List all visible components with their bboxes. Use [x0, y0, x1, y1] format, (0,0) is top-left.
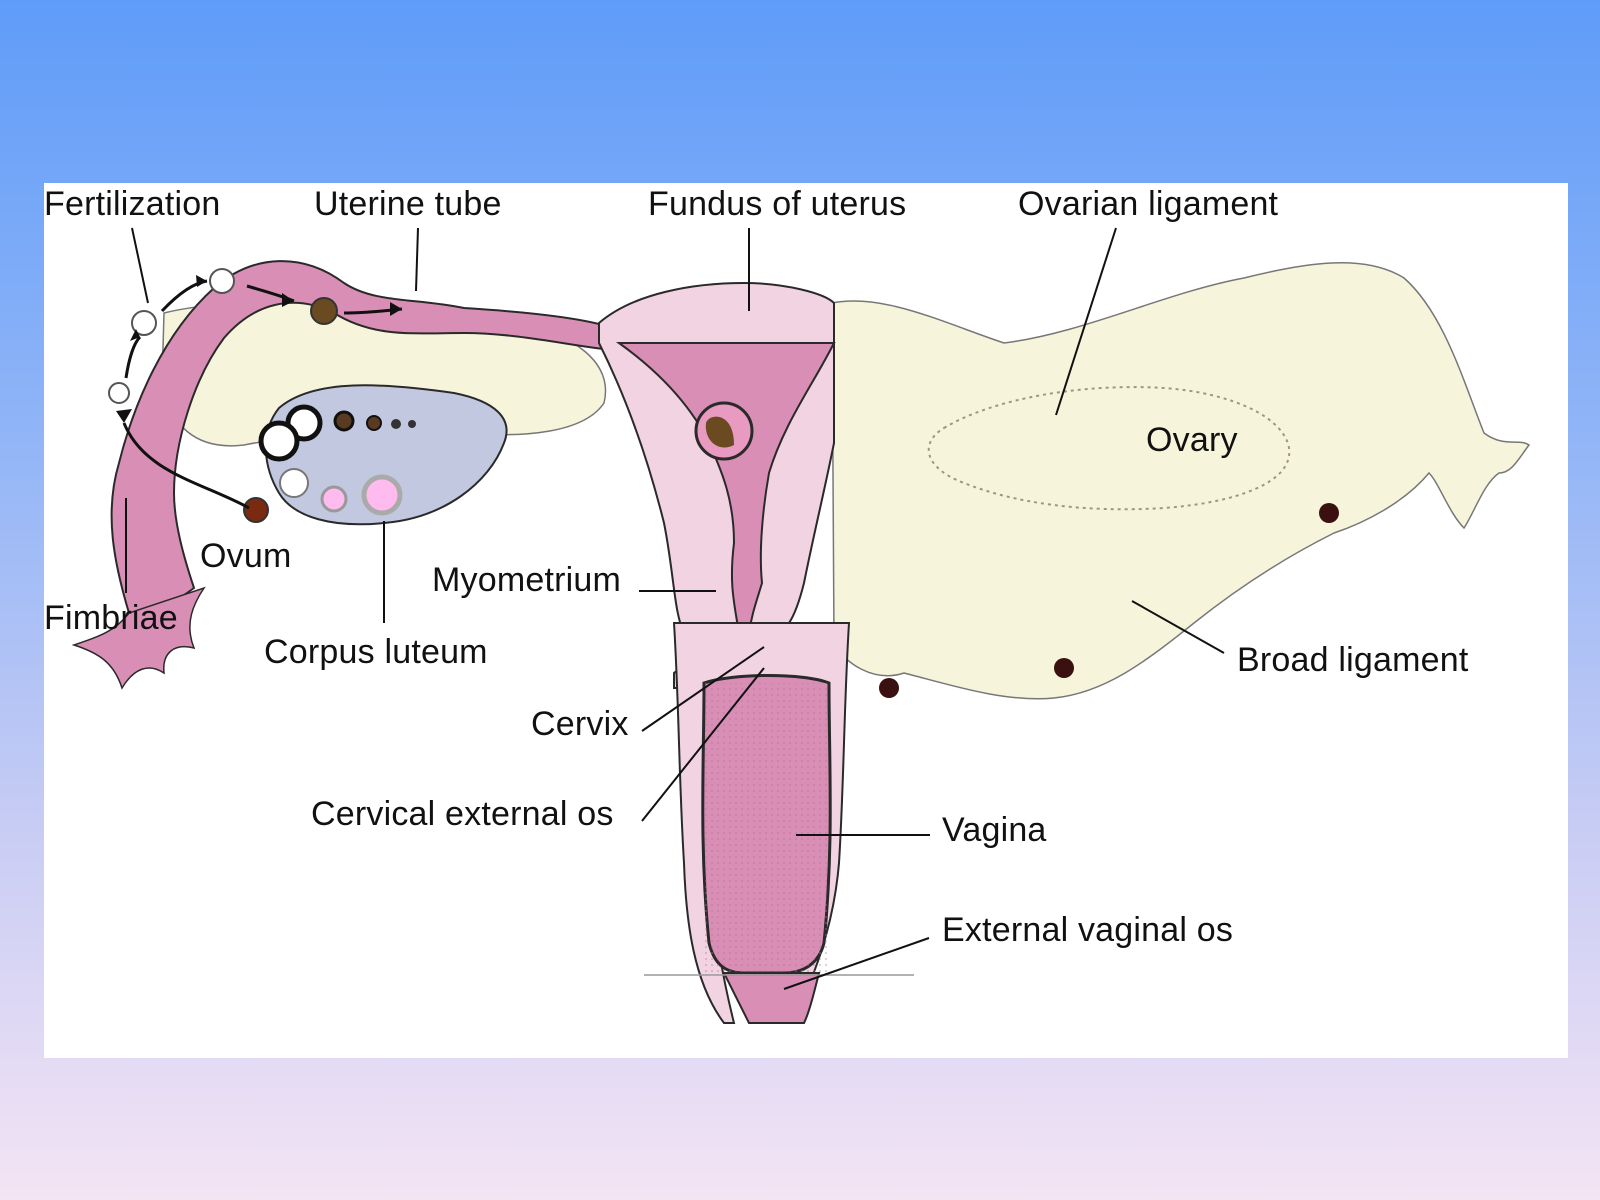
follicle [391, 419, 401, 429]
fimbriae-shape [71, 586, 206, 690]
label-fimbriae: Fimbriae [44, 599, 178, 637]
label-fundus-of-uterus: Fundus of uterus [648, 185, 907, 223]
vaginal-opening-shape [722, 972, 821, 1024]
broad-ligament-shape [831, 262, 1531, 700]
uterus-anatomy-illustration [71, 227, 1531, 1024]
label-ovum: Ovum [200, 537, 292, 575]
follicle [258, 420, 300, 462]
label-ovarian-ligament: Ovarian ligament [1018, 185, 1279, 223]
right-ovary-shape [927, 386, 1291, 511]
label-uterine-tube: Uterine tube [314, 185, 502, 223]
label-cervical-external-os: Cervical external os [311, 795, 614, 833]
label-fertilization: Fertilization [44, 185, 221, 223]
follicle [408, 420, 416, 428]
vessel-dot [1054, 658, 1074, 678]
label-corpus-luteum: Corpus luteum [264, 633, 488, 671]
ovum-dot [243, 497, 269, 523]
ovum-stage [108, 382, 130, 404]
vessel-dot [1319, 503, 1339, 523]
vessel-dot [879, 678, 899, 698]
label-myometrium: Myometrium [432, 561, 622, 599]
label-cervix: Cervix [531, 705, 629, 743]
follicle [279, 468, 309, 498]
embryo-core [705, 416, 734, 448]
label-ovary: Ovary [1146, 421, 1238, 459]
corpus-luteum-body [320, 485, 348, 513]
follicle [366, 415, 382, 431]
label-vagina: Vagina [942, 811, 1047, 849]
diagram-panel: Fertilization Uterine tube Fundus of ute… [44, 183, 1568, 1058]
label-external-vaginal-os: External vaginal os [942, 911, 1234, 949]
ovum-stage [209, 268, 235, 294]
arrowheads [116, 275, 402, 423]
leader-lines [125, 227, 1225, 990]
vaginal-texture [704, 683, 829, 973]
label-broad-ligament: Broad ligament [1237, 641, 1469, 679]
corpus-luteum-body [361, 474, 403, 516]
zygote-stage [310, 297, 338, 325]
ovum-stage [131, 310, 157, 336]
follicle [333, 410, 355, 432]
